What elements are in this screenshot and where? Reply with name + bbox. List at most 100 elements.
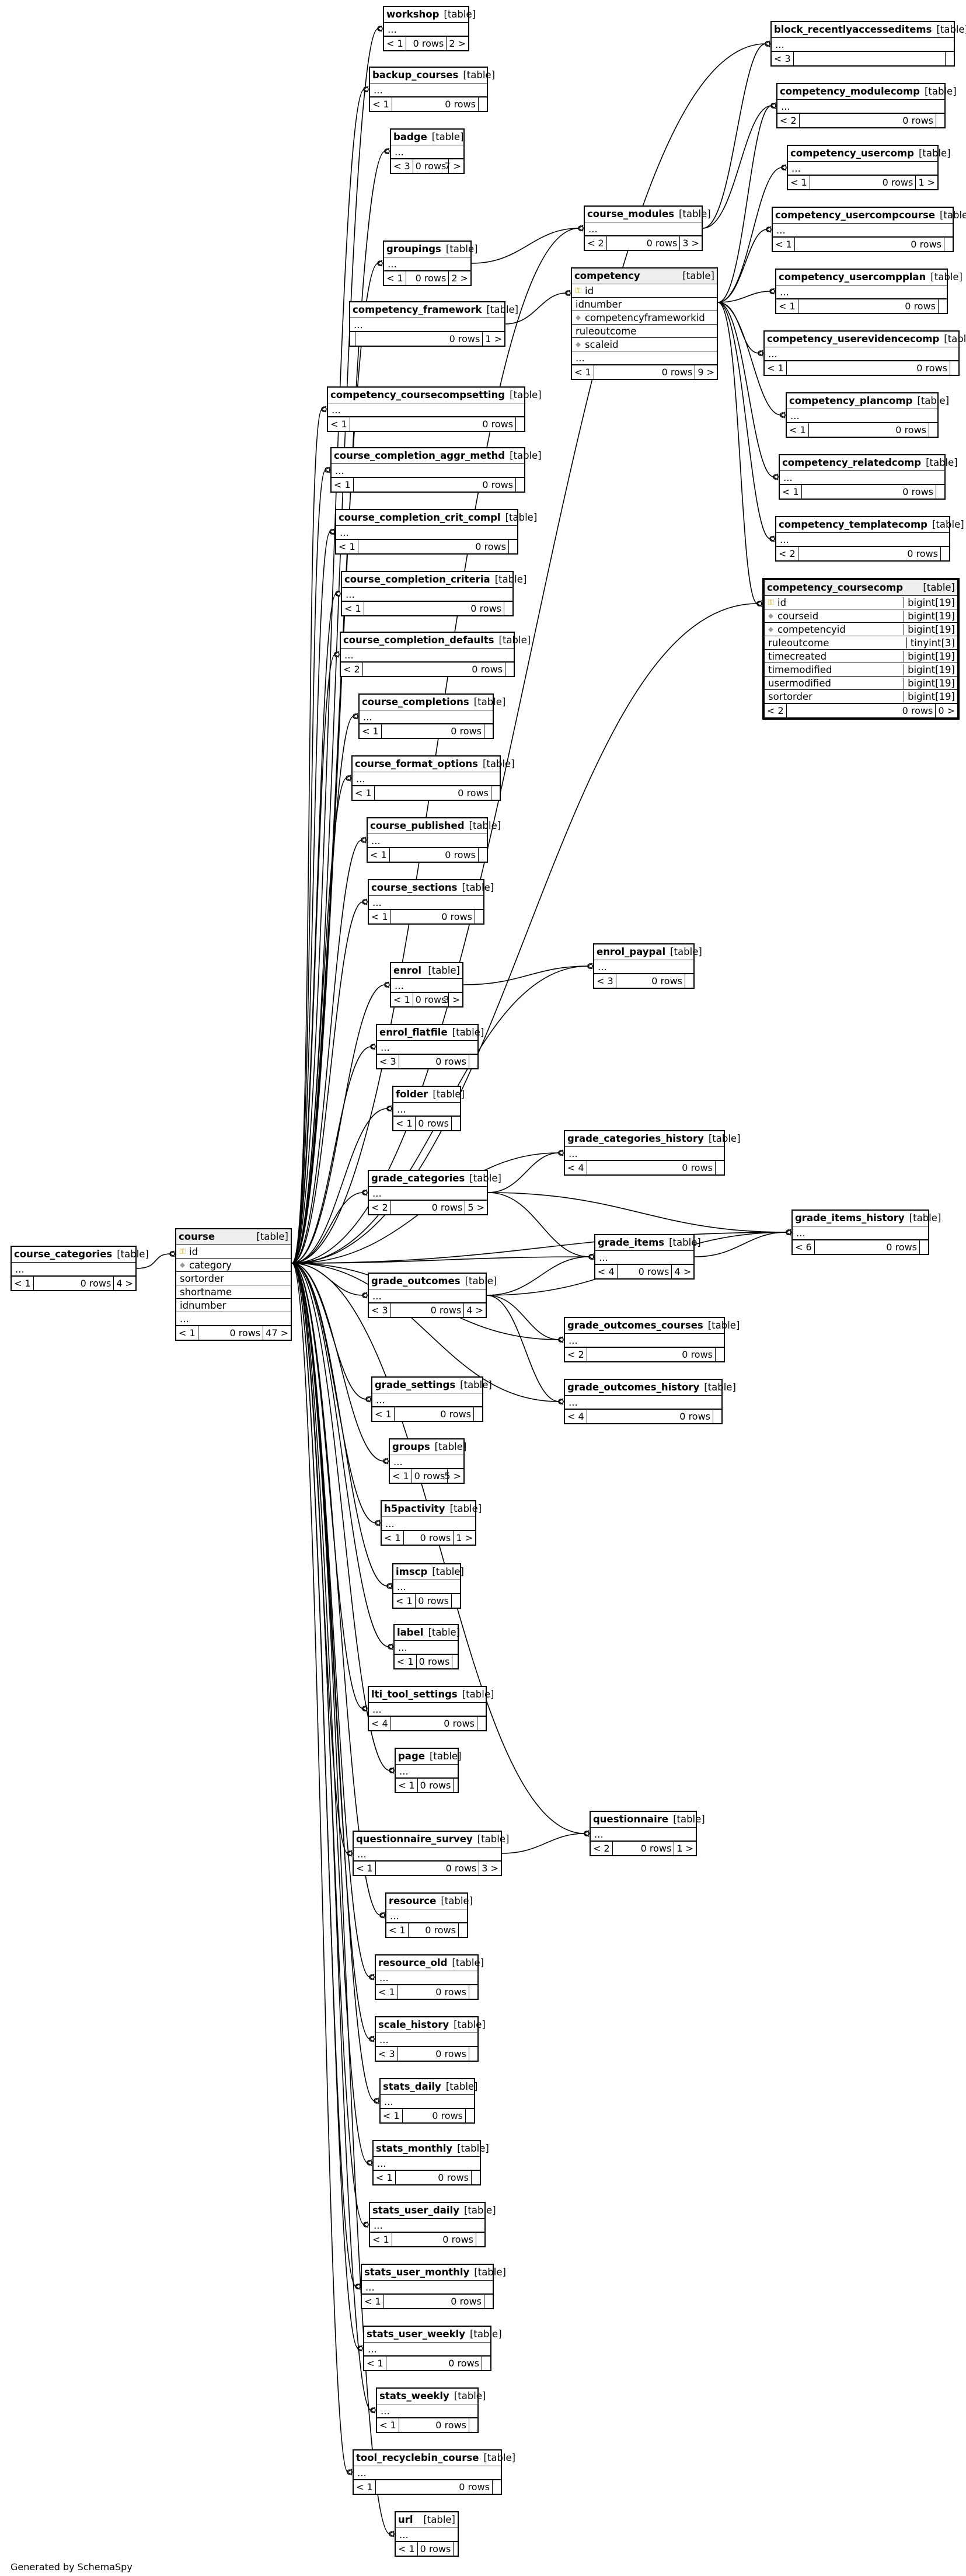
table-name[interactable]: block_recentlyaccesseditems bbox=[774, 24, 932, 35]
children-count[interactable]: 2 > bbox=[451, 273, 468, 284]
children-count[interactable] bbox=[685, 974, 693, 988]
column-row[interactable]: ... bbox=[384, 257, 470, 271]
parents-count[interactable]: < 1 bbox=[780, 485, 802, 499]
children-count[interactable] bbox=[475, 910, 483, 923]
children-count[interactable] bbox=[929, 423, 937, 437]
column-row[interactable]: ... bbox=[565, 1396, 721, 1409]
column-row[interactable]: ⚿id bbox=[176, 1245, 291, 1259]
table-name[interactable]: stats_user_weekly bbox=[367, 2328, 465, 2340]
children-count[interactable]: 4 > bbox=[674, 1266, 691, 1277]
column-row[interactable]: ... bbox=[776, 533, 949, 546]
children-count[interactable] bbox=[484, 724, 493, 738]
table-name[interactable]: grade_categories bbox=[371, 1173, 465, 1184]
parents-count[interactable]: < 1 bbox=[360, 724, 382, 738]
parents-count[interactable]: < 1 bbox=[396, 2542, 418, 2556]
parents-count[interactable]: < 3 bbox=[391, 159, 413, 173]
table-name[interactable]: questionnaire bbox=[593, 1814, 669, 1825]
column-row[interactable]: ... bbox=[176, 1312, 291, 1326]
children-count[interactable] bbox=[920, 1240, 928, 1254]
children-count[interactable] bbox=[474, 1407, 482, 1421]
table-name[interactable]: resource_old bbox=[378, 1957, 448, 1968]
children-count[interactable]: 3 > bbox=[482, 1863, 498, 1874]
column-row[interactable]: ... bbox=[376, 2033, 477, 2047]
table-name[interactable]: groups bbox=[392, 1441, 430, 1452]
column-row[interactable]: ... bbox=[776, 285, 947, 299]
table-name[interactable]: course_sections bbox=[371, 882, 458, 893]
parents-count[interactable]: < 1 bbox=[396, 1779, 418, 1792]
column-row[interactable]: shortname bbox=[176, 1285, 291, 1299]
parents-count[interactable]: < 1 bbox=[765, 361, 787, 375]
table-name[interactable]: enrol bbox=[393, 965, 422, 976]
table-name[interactable]: grade_categories_history bbox=[567, 1133, 704, 1144]
column-row[interactable]: ... bbox=[386, 1909, 467, 1923]
children-count[interactable] bbox=[452, 1655, 461, 1668]
table-name[interactable]: questionnaire_survey bbox=[356, 1833, 473, 1845]
column-row[interactable]: ... bbox=[377, 1041, 477, 1054]
table-name[interactable]: course_completion_aggr_methd bbox=[334, 450, 505, 461]
children-count[interactable]: 3 > bbox=[682, 238, 699, 249]
parents-count[interactable]: < 3 bbox=[772, 52, 794, 65]
column-row[interactable]: ⬥competencyframeworkid bbox=[572, 311, 717, 325]
column-row[interactable]: ... bbox=[565, 1147, 724, 1160]
table-competency-coursecompsetting[interactable]: competency_coursecompsetting[table]...< … bbox=[327, 386, 542, 432]
column-row[interactable]: ... bbox=[342, 588, 512, 601]
parents-count[interactable]: < 1 bbox=[773, 238, 795, 251]
table-name[interactable]: backup_courses bbox=[372, 69, 459, 81]
parents-count[interactable]: < 2 bbox=[776, 547, 798, 560]
column-row[interactable]: ... bbox=[788, 162, 937, 175]
column-row[interactable]: ... bbox=[585, 222, 702, 236]
column-row[interactable]: ... bbox=[391, 145, 463, 159]
children-count[interactable] bbox=[509, 540, 517, 553]
table-competency-usercompcourse[interactable]: competency_usercompcourse[table]...< 10 … bbox=[772, 207, 966, 252]
children-count[interactable]: 7 > bbox=[444, 161, 461, 172]
table-name[interactable]: competency_relatedcomp bbox=[782, 457, 922, 468]
table-name[interactable]: course_completions bbox=[362, 696, 469, 707]
children-count[interactable] bbox=[477, 1717, 486, 1730]
table-course-completion-aggr-methd[interactable]: course_completion_aggr_methd[table]...< … bbox=[330, 447, 542, 493]
table-block-recentlyaccesseditems[interactable]: block_recentlyaccesseditems[table]...< 3 bbox=[770, 21, 966, 67]
children-count[interactable] bbox=[472, 2171, 480, 2184]
parents-count[interactable]: < 2 bbox=[591, 1842, 613, 1855]
column-row[interactable]: ... bbox=[377, 2404, 477, 2418]
column-row[interactable]: ... bbox=[777, 100, 944, 113]
table-name[interactable]: imscp bbox=[396, 1566, 428, 1577]
table-name[interactable]: stats_weekly bbox=[379, 2390, 449, 2401]
parents-count[interactable]: < 1 bbox=[395, 1655, 417, 1668]
children-count[interactable] bbox=[516, 417, 524, 431]
column-row[interactable]: ... bbox=[572, 351, 717, 365]
children-count[interactable] bbox=[936, 114, 944, 127]
parents-count[interactable]: < 1 bbox=[393, 1594, 416, 1608]
column-row[interactable]: ... bbox=[391, 979, 462, 992]
parents-count[interactable]: < 3 bbox=[594, 974, 616, 988]
parents-count[interactable]: < 1 bbox=[384, 271, 406, 285]
table-competency-userevidencecomp[interactable]: competency_userevidencecomp[table]...< 1… bbox=[763, 330, 966, 376]
children-count[interactable] bbox=[452, 1594, 460, 1608]
parents-count[interactable]: < 1 bbox=[353, 786, 375, 800]
children-count[interactable] bbox=[493, 2480, 501, 2494]
parents-count[interactable]: < 1 bbox=[12, 1277, 34, 1290]
table-name[interactable]: grade_outcomes_courses bbox=[567, 1320, 703, 1331]
column-row[interactable]: idnumber bbox=[176, 1299, 291, 1312]
children-count[interactable]: 2 > bbox=[449, 38, 466, 49]
children-count[interactable] bbox=[716, 1348, 724, 1361]
children-count[interactable]: 1 > bbox=[676, 1843, 693, 1854]
column-row[interactable]: ... bbox=[393, 1103, 460, 1116]
table-name[interactable]: grade_outcomes_history bbox=[567, 1382, 700, 1393]
column-row[interactable]: ... bbox=[396, 1765, 458, 1778]
children-count[interactable]: 1 > bbox=[456, 1532, 473, 1543]
